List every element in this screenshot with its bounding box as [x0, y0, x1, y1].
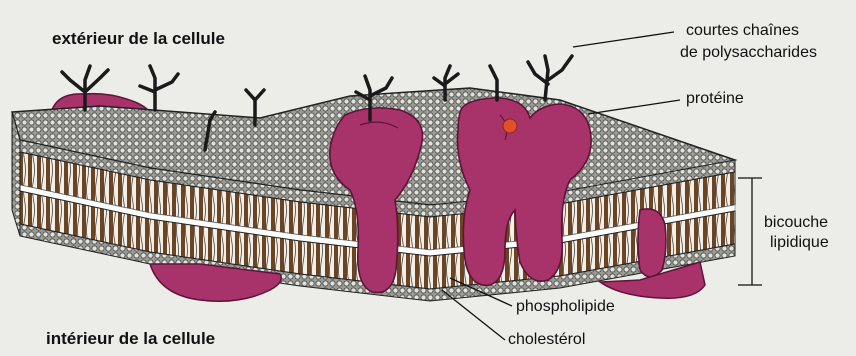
phospholipid-label: phospholipide: [516, 298, 615, 316]
transmembrane-protein-right: [638, 209, 666, 277]
polysaccharides-label-1: courtes chaînes: [686, 22, 799, 40]
protein-label: protéine: [686, 90, 744, 108]
bilayer-label-1: bicouche: [764, 214, 828, 232]
inside-label: intérieur de la cellule: [46, 330, 215, 348]
cholesterol-label: cholestérol: [508, 331, 585, 349]
outside-label: extérieur de la cellule: [52, 30, 225, 48]
bilayer-label-2: lipidique: [770, 234, 829, 252]
polysaccharides-label-2: de polysaccharides: [680, 44, 817, 62]
